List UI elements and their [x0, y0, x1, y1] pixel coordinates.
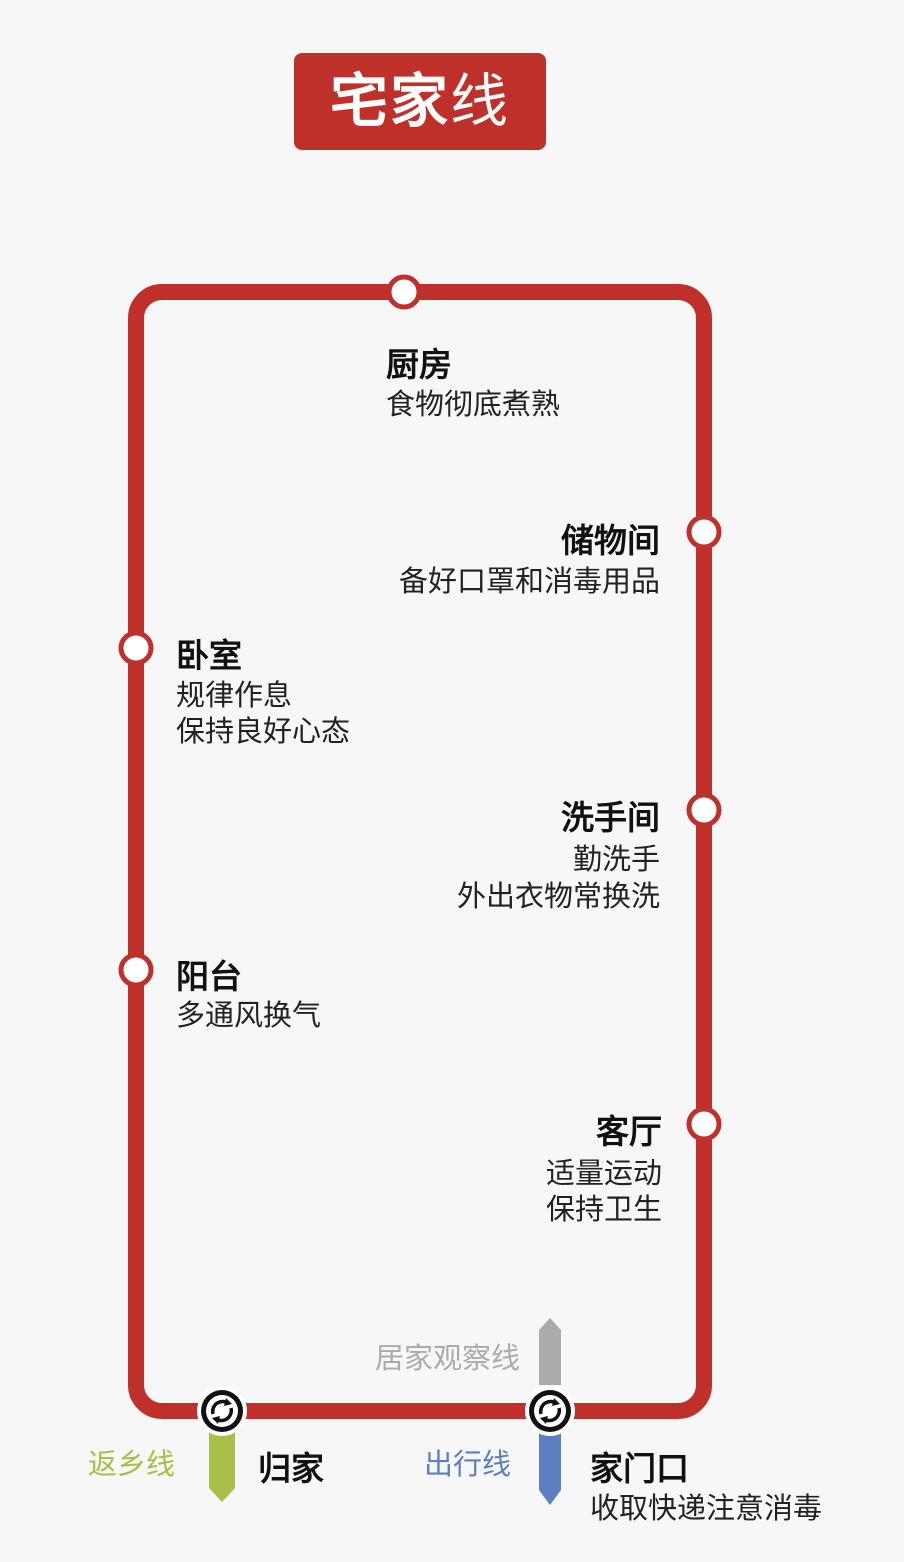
- station-livingroom-name: 客厅: [596, 1112, 662, 1151]
- station-bathroom-tip-2: 外出衣物常换洗: [456, 879, 660, 913]
- station-dot-bathroom: [686, 792, 722, 828]
- station-kitchen-name: 厨房: [386, 345, 452, 384]
- return-line-label: 返乡线: [88, 1447, 176, 1481]
- interchange-door-tip: 收取快递注意消毒: [590, 1491, 823, 1525]
- station-dot-balcony: [118, 952, 154, 988]
- station-dot-kitchen: [386, 274, 422, 310]
- station-kitchen-tip: 食物彻底煮熟: [386, 387, 561, 421]
- station-balcony-tip: 多通风换气: [176, 998, 322, 1032]
- station-balcony-name: 阳台: [176, 957, 242, 996]
- station-storage-name: 储物间: [561, 521, 660, 560]
- interchange-home-name: 归家: [258, 1449, 324, 1488]
- station-dot-storage: [686, 514, 722, 550]
- branch-arrow-observation: [539, 1318, 561, 1385]
- interchange-door-name: 家门口: [590, 1449, 689, 1488]
- station-dot-livingroom: [686, 1106, 722, 1142]
- station-livingroom-tip-2: 保持卫生: [545, 1192, 662, 1226]
- interchange-icon-home: [197, 1386, 247, 1436]
- title-light: 线: [450, 67, 511, 135]
- station-dot-bedroom: [118, 630, 154, 666]
- interchange-icon-door: [525, 1386, 575, 1436]
- station-bedroom-tip-2: 保持良好心态: [176, 714, 351, 748]
- title-bold: 宅家: [329, 67, 450, 135]
- observation-line-label: 居家观察线: [374, 1341, 520, 1375]
- station-bedroom-tip-1: 规律作息: [176, 678, 293, 712]
- station-bedroom-name: 卧室: [176, 636, 242, 675]
- branch-arrow-return: [209, 1430, 235, 1502]
- station-bathroom-tip-1: 勤洗手: [572, 842, 660, 876]
- outbound-line-label: 出行线: [424, 1447, 512, 1481]
- station-livingroom-tip-1: 适量运动: [545, 1156, 662, 1190]
- map-title: 宅家线: [294, 53, 546, 150]
- station-storage-tip: 备好口罩和消毒用品: [398, 564, 660, 598]
- station-bathroom-name: 洗手间: [561, 798, 660, 837]
- branch-arrow-outbound: [539, 1430, 561, 1505]
